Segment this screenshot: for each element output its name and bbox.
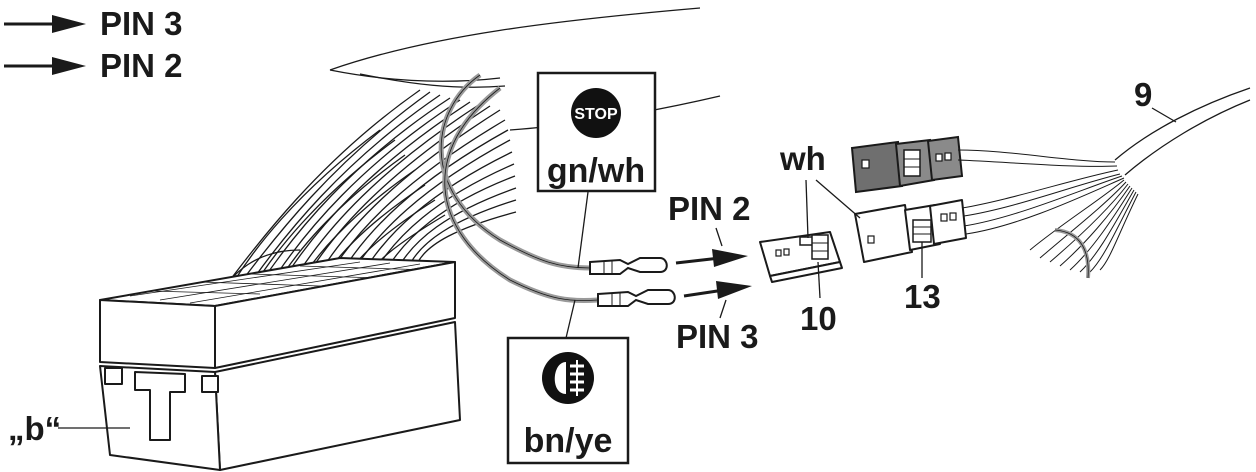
- terminal-pin-lower: [597, 289, 676, 307]
- insert-arrow-pin2: [675, 249, 748, 267]
- stop-icon: [571, 88, 621, 138]
- legend-arrow-pin3: [4, 15, 86, 33]
- callout-13: 13: [904, 278, 941, 315]
- legend-pin2-label: PIN 2: [100, 47, 183, 84]
- fog-wire-color-label: bn/ye: [524, 422, 613, 460]
- fog-label-box: bn/ye: [506, 336, 630, 465]
- callout-pin2: PIN 2: [668, 190, 751, 227]
- stop-leader-line: [577, 191, 589, 269]
- fog-light-icon: [542, 352, 594, 404]
- callout-10-leader: [817, 261, 821, 299]
- legend-arrow-pin2: [4, 57, 86, 75]
- callout-wh: wh: [779, 140, 826, 177]
- callout-pin3: PIN 3: [676, 318, 759, 355]
- stop-icon-text: STOP: [574, 106, 618, 123]
- callout-wh-leader-10: [805, 179, 809, 239]
- legend-pin3-label: PIN 3: [100, 5, 183, 42]
- outline-curve-top: [329, 7, 701, 71]
- connector-10: [759, 231, 843, 283]
- connector-block-b: [99, 257, 461, 471]
- stop-label-box: STOP gn/wh: [536, 71, 657, 193]
- callout-9: 9: [1134, 76, 1152, 113]
- grey-wires: [438, 72, 599, 304]
- terminal-pin-upper: [589, 257, 668, 275]
- connector-dark: [850, 135, 964, 194]
- callout-b: „b“: [8, 410, 61, 447]
- callout-10: 10: [800, 300, 837, 337]
- callout-pin3-leader: [719, 299, 727, 319]
- connector-13: [854, 199, 967, 263]
- callout-9-leader: [1151, 107, 1177, 123]
- legend: PIN 3 PIN 2: [4, 5, 183, 84]
- cable-9: [957, 87, 1251, 279]
- fog-leader-line: [565, 299, 576, 339]
- callout-pin2-leader: [715, 227, 723, 247]
- callout-wh-leader-13: [815, 179, 861, 219]
- insert-arrow-pin3: [683, 281, 752, 299]
- stop-wire-color-label: gn/wh: [547, 152, 645, 190]
